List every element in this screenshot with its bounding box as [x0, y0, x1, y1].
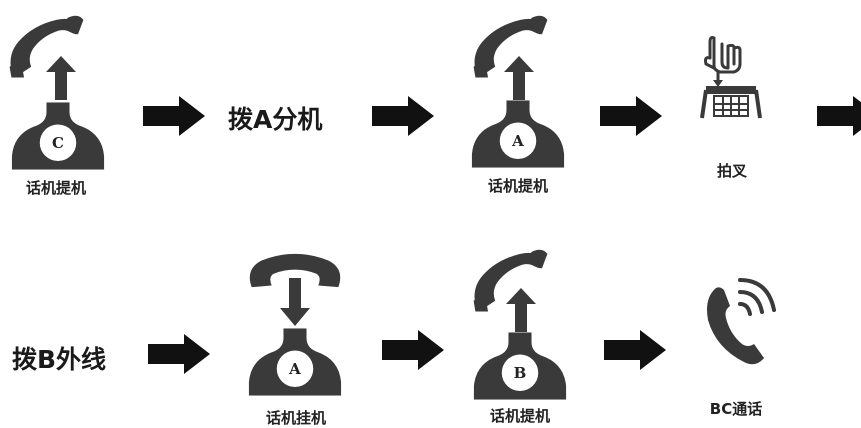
right-arrow-icon: [817, 96, 861, 136]
up-arrow-icon: [504, 56, 534, 100]
step-caption: 拍叉: [716, 162, 747, 180]
ringing-phone-icon: [707, 278, 776, 365]
step-c-pickup: C: [6, 14, 106, 164]
step-a-pickup: A: [470, 14, 570, 164]
right-arrow-icon: [382, 330, 444, 370]
up-arrow-icon: [46, 56, 76, 100]
dial-outside-line-text: 拨B外线: [12, 345, 107, 374]
up-arrow-icon: [506, 288, 536, 332]
right-arrow-icon: [143, 96, 205, 136]
right-arrow-icon: [604, 330, 666, 370]
phone-letter: C: [52, 134, 64, 152]
right-arrow-icon: [148, 334, 210, 374]
dial-extension-text: 拨A分机: [228, 105, 323, 134]
step-caption: 话机挂机: [265, 409, 326, 427]
phone-letter: A: [289, 360, 301, 378]
step-caption: 话机提机: [487, 177, 548, 195]
right-arrow-icon: [600, 96, 662, 136]
step-caption: BC通话: [709, 400, 763, 418]
step-a-hangup: A: [240, 252, 350, 402]
step-caption: 话机提机: [25, 179, 86, 197]
phone-letter: A: [512, 132, 524, 150]
down-arrow-icon: [280, 278, 310, 326]
step-b-pickup: B: [470, 248, 570, 398]
step-caption: 话机提机: [489, 407, 550, 425]
phone-letter: B: [513, 364, 527, 382]
hook-flash-icon: [700, 36, 762, 119]
right-arrow-icon: [372, 96, 434, 136]
